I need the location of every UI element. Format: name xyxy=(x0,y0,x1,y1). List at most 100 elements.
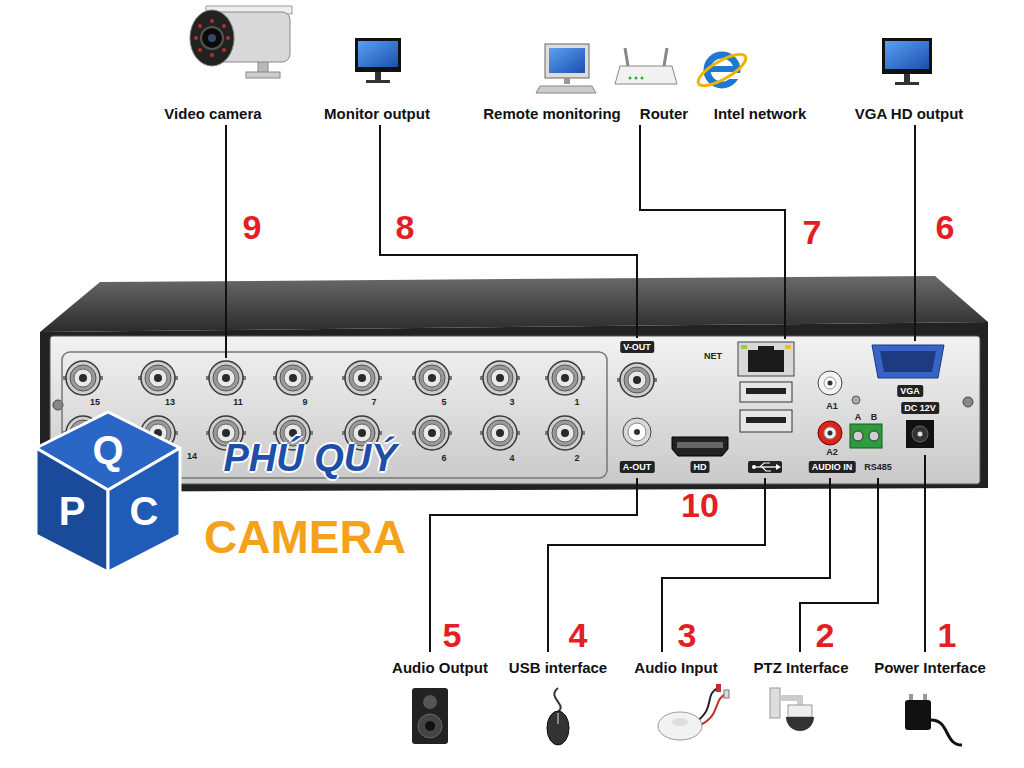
power-adapter-icon xyxy=(905,694,962,745)
label-slot: P xyxy=(59,489,86,534)
logo-letter: C xyxy=(130,489,159,534)
label-slot: RS485 xyxy=(864,462,892,472)
label-slot: 13 xyxy=(165,397,175,407)
label-slot: 1 xyxy=(574,397,579,407)
label-slot: 4 xyxy=(509,453,514,463)
vga-port xyxy=(872,345,944,378)
logo-cube xyxy=(36,412,180,572)
callout-number: 2 xyxy=(816,616,835,655)
device-label: Monitor output xyxy=(324,105,430,122)
speaker-icon xyxy=(412,688,448,744)
label-slot: PHÚ QUÝ xyxy=(223,437,396,480)
rca-audio-output xyxy=(623,418,651,446)
port-tag: V-OUT xyxy=(620,341,654,353)
label-slot: 5 xyxy=(441,397,446,407)
device-label: Audio Input xyxy=(634,659,717,676)
port-label: 1 xyxy=(574,397,579,407)
computer-icon xyxy=(536,44,596,93)
device-label: Remote monitoring xyxy=(483,105,621,122)
label-slot: NET xyxy=(704,351,722,361)
label-slot: 1 xyxy=(938,616,957,655)
port-label: 13 xyxy=(165,397,175,407)
label-slot: CAMERA xyxy=(204,510,406,564)
label-slot: C xyxy=(130,489,159,534)
hdmi-port xyxy=(672,437,728,456)
bullet-camera-icon xyxy=(190,6,292,78)
ptz-camera-icon xyxy=(770,688,814,731)
callout-number: 8 xyxy=(396,208,415,247)
logo-letter: P xyxy=(59,489,86,534)
label-slot: Router xyxy=(640,105,688,122)
port-label: A2 xyxy=(826,447,838,457)
label-slot: 4 xyxy=(569,616,588,655)
label-slot: DC 12V xyxy=(901,402,939,414)
label-slot: USB interface xyxy=(509,659,607,676)
port-label: RS485 xyxy=(864,462,892,472)
rj45-port xyxy=(738,342,794,376)
label-slot: VGA xyxy=(897,385,923,397)
callout-number: 4 xyxy=(569,616,588,655)
label-slot: 10 xyxy=(681,486,719,525)
port-label: A xyxy=(855,412,862,422)
dvr-housing xyxy=(40,276,988,492)
brand-name: CAMERA xyxy=(204,510,406,564)
leader-lines xyxy=(226,125,925,652)
label-slot: 14 xyxy=(187,451,197,461)
brand-name: PHÚ QUÝ xyxy=(223,437,396,480)
callout-number: 7 xyxy=(803,213,822,252)
callout-number: 6 xyxy=(936,208,955,247)
label-slot: A2 xyxy=(826,447,838,457)
port-label: 6 xyxy=(441,453,446,463)
label-slot: A1 xyxy=(826,401,838,411)
label-slot: Video camera xyxy=(164,105,261,122)
device-label: VGA HD output xyxy=(855,105,964,122)
label-slot: PTZ Interface xyxy=(753,659,848,676)
label-slot: Audio Input xyxy=(634,659,717,676)
label-slot: 8 xyxy=(396,208,415,247)
label-slot: A-OUT xyxy=(620,461,655,473)
callout-number: 10 xyxy=(681,486,719,525)
port-label: 11 xyxy=(233,397,243,407)
label-slot: 5 xyxy=(443,616,462,655)
device-label: Power Interface xyxy=(874,659,986,676)
label-slot: Power Interface xyxy=(874,659,986,676)
callout-number: 1 xyxy=(938,616,957,655)
label-slot: 7 xyxy=(803,213,822,252)
microphone-icon xyxy=(658,684,729,740)
label-slot: 6 xyxy=(936,208,955,247)
label-slot: Q xyxy=(92,428,123,473)
device-label: Intel network xyxy=(714,105,807,122)
label-slot: 15 xyxy=(90,397,100,407)
label-slot: Intel network xyxy=(714,105,807,122)
device-label: PTZ Interface xyxy=(753,659,848,676)
device-label: USB interface xyxy=(509,659,607,676)
logo-letter: Q xyxy=(92,428,123,473)
label-slot: AUDIO IN xyxy=(809,461,856,473)
label-slot: Audio Output xyxy=(392,659,488,676)
port-label: NET xyxy=(704,351,722,361)
port-label: 2 xyxy=(574,453,579,463)
label-slot: VGA HD output xyxy=(855,105,964,122)
usb-ports xyxy=(740,382,792,432)
callout-number: 5 xyxy=(443,616,462,655)
label-slot: 3 xyxy=(509,397,514,407)
label-slot: 3 xyxy=(678,616,697,655)
label-slot: A xyxy=(855,412,862,422)
port-tag: HD xyxy=(691,461,710,473)
label-slot: 7 xyxy=(371,397,376,407)
label-slot: 11 xyxy=(233,397,243,407)
label-slot: 6 xyxy=(441,453,446,463)
label-slot: V-OUT xyxy=(620,341,654,353)
mouse-icon xyxy=(547,688,569,745)
port-label: 3 xyxy=(509,397,514,407)
internet-logo-icon xyxy=(694,49,750,92)
label-slot: Monitor output xyxy=(324,105,430,122)
rs485-terminal xyxy=(850,424,882,448)
port-label: A1 xyxy=(826,401,838,411)
label-slot: Remote monitoring xyxy=(483,105,621,122)
bnc-video-output xyxy=(617,363,657,397)
label-slot: 2 xyxy=(816,616,835,655)
port-tag: VGA xyxy=(897,385,923,397)
monitor-icon xyxy=(355,38,401,83)
callout-number: 9 xyxy=(243,208,262,247)
